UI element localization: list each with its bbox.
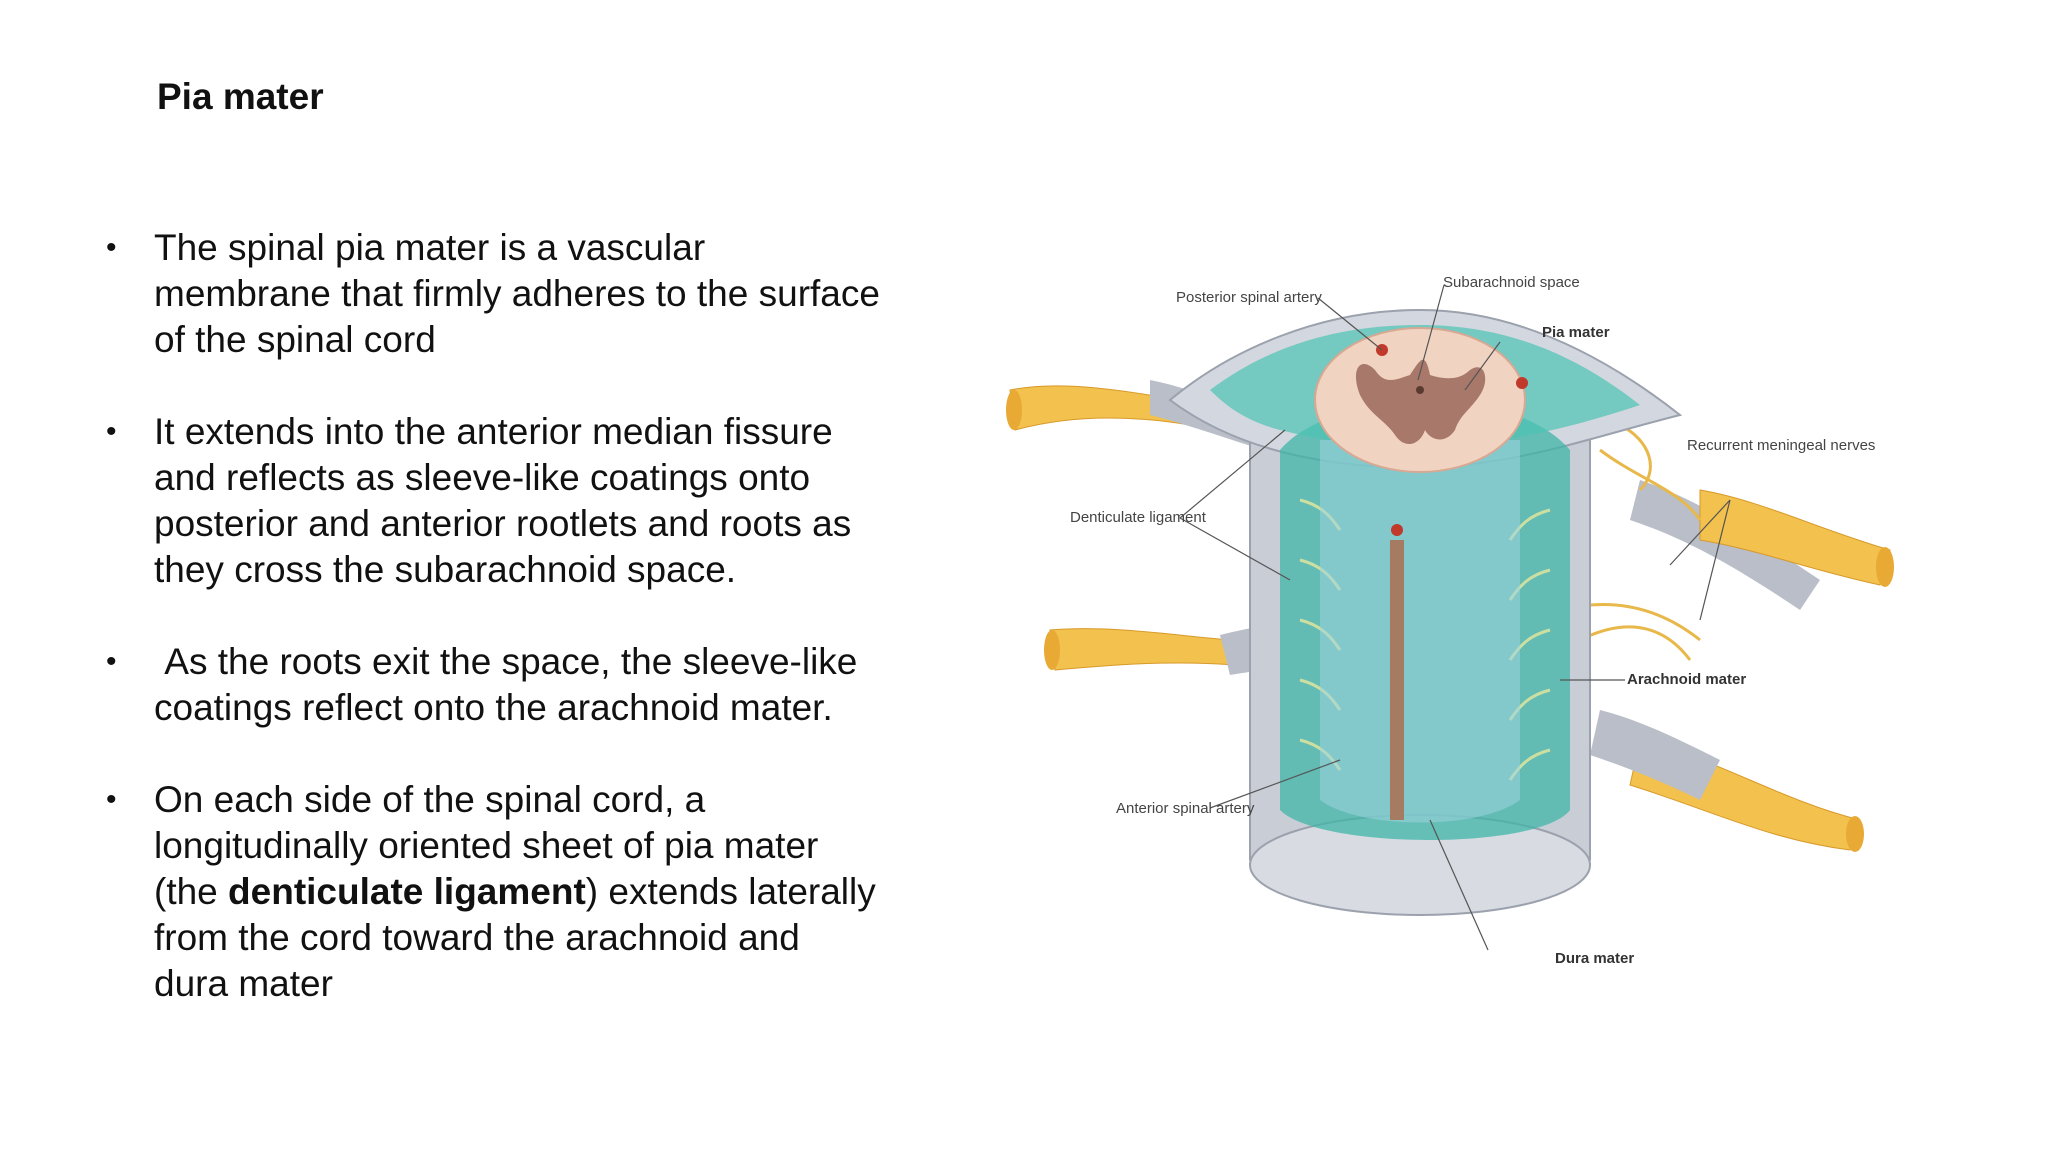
bullet-item: • On each side of the spinal cord, a lon… <box>100 777 880 1007</box>
bullet-text: As the roots exit the space, the sleeve-… <box>154 641 868 728</box>
meninges-diagram: Posterior spinal artery Subarachnoid spa… <box>1006 274 1894 967</box>
anterior-spinal-artery-dot <box>1391 524 1403 536</box>
bullet-dot-icon: • <box>106 231 117 264</box>
right-nerve-roots <box>1559 423 1894 852</box>
label-denticulate-ligament: Denticulate ligament <box>1070 509 1207 526</box>
bullet-list: • The spinal pia mater is a vascular mem… <box>100 225 880 1053</box>
bullet-text-post: ) extends laterally from the cord toward… <box>154 871 876 1004</box>
label-posterior-spinal-artery: Posterior spinal artery <box>1176 289 1322 306</box>
bullet-dot-icon: • <box>106 415 117 448</box>
bullet-text: It extends into the anterior median fiss… <box>154 411 852 590</box>
posterior-spinal-artery-right <box>1516 377 1528 389</box>
bullet-dot-icon: • <box>106 645 117 678</box>
bullet-text-bold: denticulate ligament <box>228 871 586 912</box>
bullet-text-pre: On each side of the spinal cord, a longi… <box>154 779 819 912</box>
label-dura-mater: Dura mater <box>1555 950 1634 967</box>
label-anterior-spinal-artery: Anterior spinal artery <box>1116 800 1255 817</box>
bullet-item: • The spinal pia mater is a vascular mem… <box>100 225 880 363</box>
label-pia-mater: Pia mater <box>1542 324 1610 341</box>
bullet-item: • As the roots exit the space, the sleev… <box>100 639 880 731</box>
bullet-text: The spinal pia mater is a vascular membr… <box>154 227 880 360</box>
label-subarachnoid-space: Subarachnoid space <box>1443 274 1580 291</box>
label-recurrent-meningeal-nerves: Recurrent meningeal nerves <box>1687 437 1875 454</box>
anterior-spinal-artery-vessel <box>1390 540 1404 820</box>
label-arachnoid-mater: Arachnoid mater <box>1627 671 1746 688</box>
leader-lines <box>1179 284 1731 951</box>
bullet-item: • It extends into the anterior median fi… <box>100 409 880 593</box>
spinal-cord-illustration: Posterior spinal artery Subarachnoid spa… <box>1000 240 1900 1000</box>
bullet-dot-icon: • <box>106 783 117 816</box>
slide-title: Pia mater <box>157 76 324 117</box>
spinal-cord <box>1314 327 1526 823</box>
